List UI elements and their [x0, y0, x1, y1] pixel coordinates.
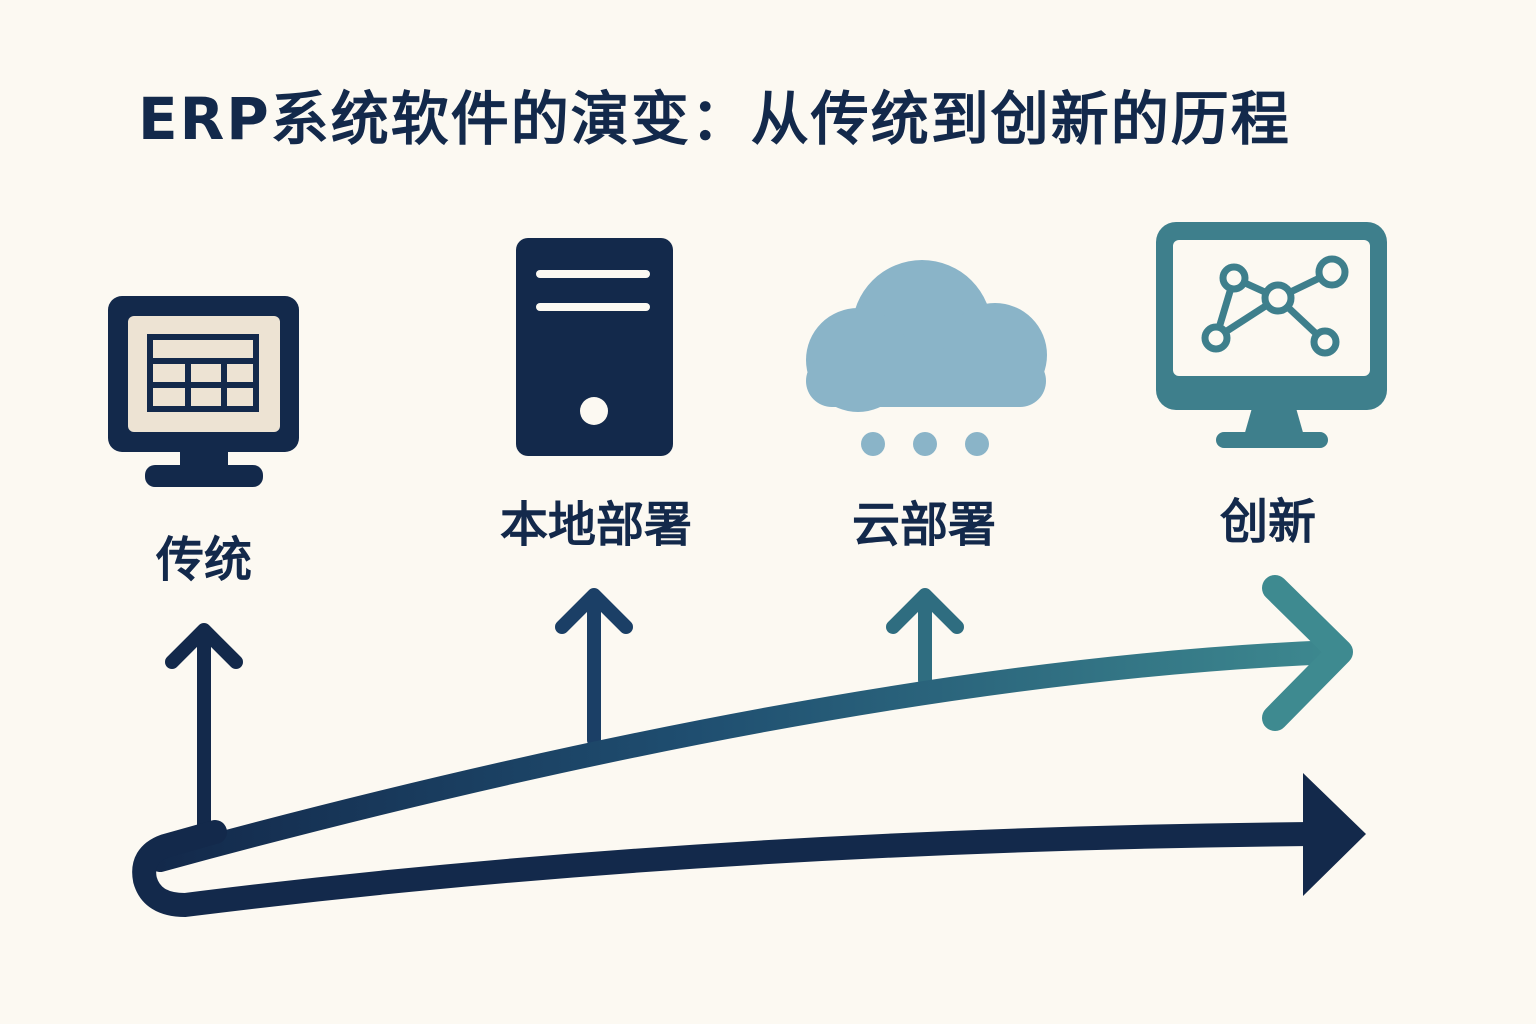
cloud-icon: [806, 260, 1047, 456]
stage-label-traditional: 传统: [155, 532, 253, 588]
stage-label-innovation: 创新: [1219, 494, 1317, 550]
up-arrow-on-premise: [555, 588, 633, 747]
desktop-table-icon: [108, 296, 299, 487]
page-title: ERP系统软件的演变：从传统到创新的历程: [138, 85, 1291, 153]
up-arrow-traditional: [165, 623, 243, 842]
stage-label-on-premise: 本地部署: [499, 497, 693, 553]
baseline-timeline-arrow: [132, 773, 1366, 917]
rising-timeline-arrow: [148, 575, 1353, 872]
stage-label-cloud: 云部署: [851, 497, 997, 553]
server-icon: [516, 238, 673, 456]
monitor-network-icon: [1156, 222, 1387, 448]
up-arrow-cloud: [886, 588, 964, 687]
